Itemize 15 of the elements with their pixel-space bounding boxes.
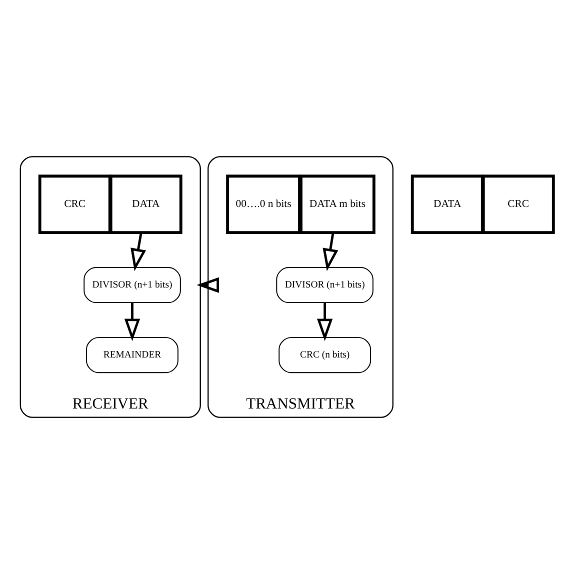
node-box: CRC (n bits): [278, 336, 372, 373]
node-box: DATA m bits: [300, 174, 376, 234]
node-box: 00….0 n bits: [226, 174, 301, 234]
node-box: REMAINDER: [86, 336, 178, 373]
arrow: [322, 232, 338, 271]
arrow: [316, 302, 333, 341]
node-box: DATA: [410, 174, 484, 234]
node-box: CRC: [482, 174, 555, 234]
node-box: DIVISOR (n+1 bits): [84, 266, 181, 303]
node-box: DIVISOR (n+1 bits): [276, 266, 374, 303]
node-box: CRC: [38, 174, 112, 234]
arrow: [196, 276, 220, 292]
arrow: [130, 232, 146, 271]
node-box: DATA: [109, 174, 182, 234]
arrow: [124, 302, 140, 341]
